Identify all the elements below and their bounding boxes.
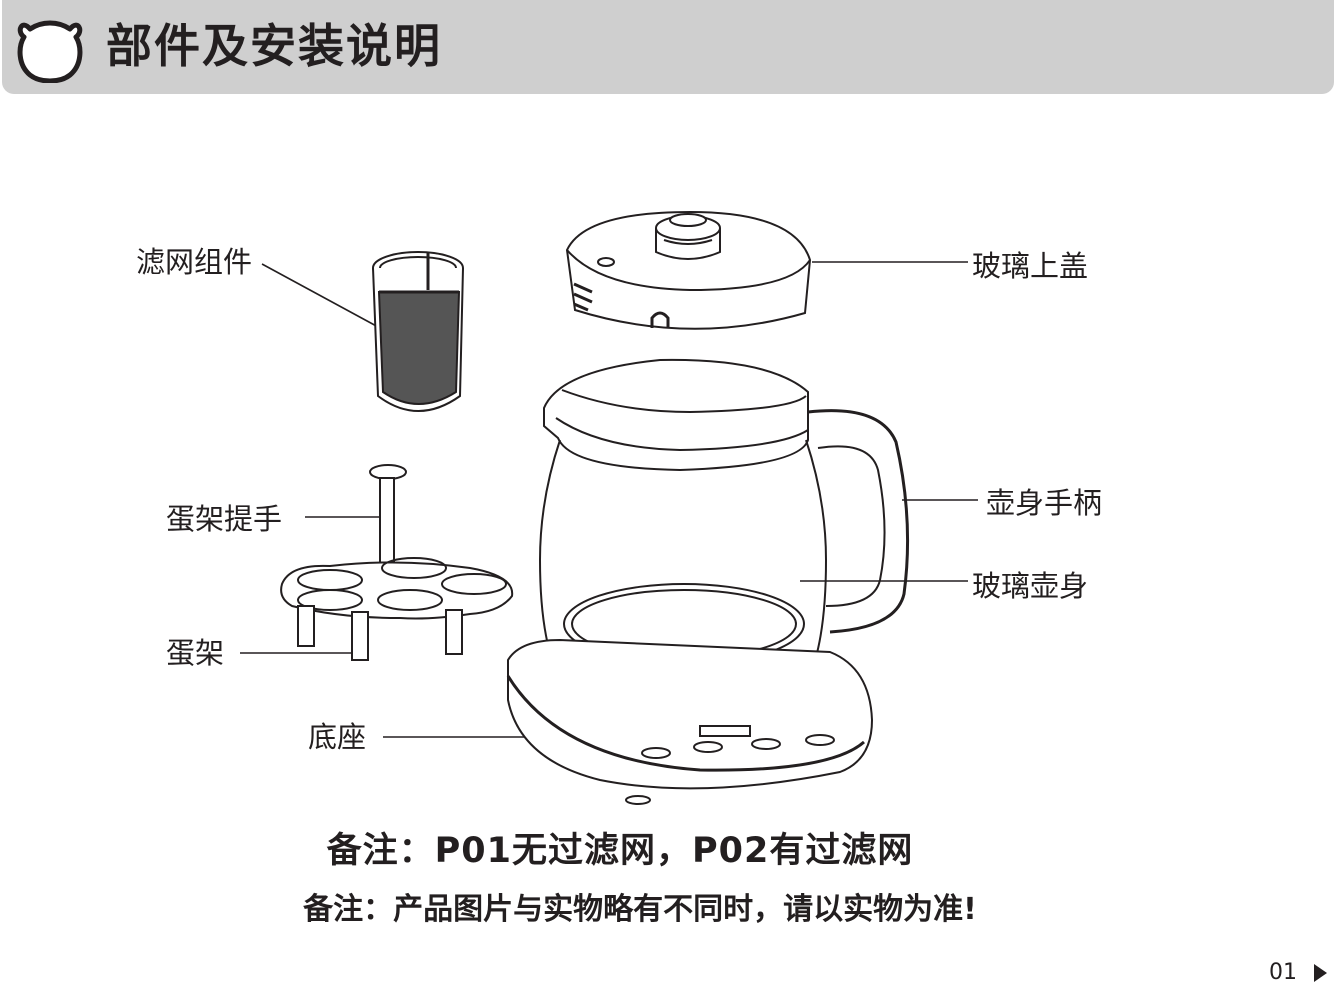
handle-label: 壶身手柄 (986, 486, 1103, 520)
base-label: 底座 (308, 720, 367, 754)
glass-lid-illustration (565, 210, 812, 330)
egg-rack-handle-illustration (369, 464, 407, 579)
header-bar: 部件及安装说明 (2, 0, 1334, 94)
leader-lines (240, 261, 978, 738)
egg-handle-label: 蛋架提手 (166, 502, 283, 536)
bear-head-icon (17, 20, 83, 83)
egg-rack-illustration (280, 557, 514, 661)
lid-label: 玻璃上盖 (972, 249, 1089, 283)
disclaimer-note: 备注：产品图片与实物略有不同时，请以实物为准! (303, 892, 977, 927)
handle-illustration (807, 409, 910, 634)
model-note: 备注：P01无过滤网，P02有过滤网 (326, 831, 914, 871)
egg-rack-label: 蛋架 (166, 636, 225, 670)
filter-basket-illustration (372, 251, 464, 412)
glass-body-illustration (538, 358, 828, 681)
filter-label: 滤网组件 (136, 245, 253, 279)
page-number: 01 (1269, 960, 1297, 985)
base-illustration (506, 638, 874, 805)
body-label: 玻璃壶身 (972, 569, 1089, 603)
page-title: 部件及安装说明 (106, 19, 442, 73)
triangle-right-icon[interactable] (1312, 963, 1328, 983)
